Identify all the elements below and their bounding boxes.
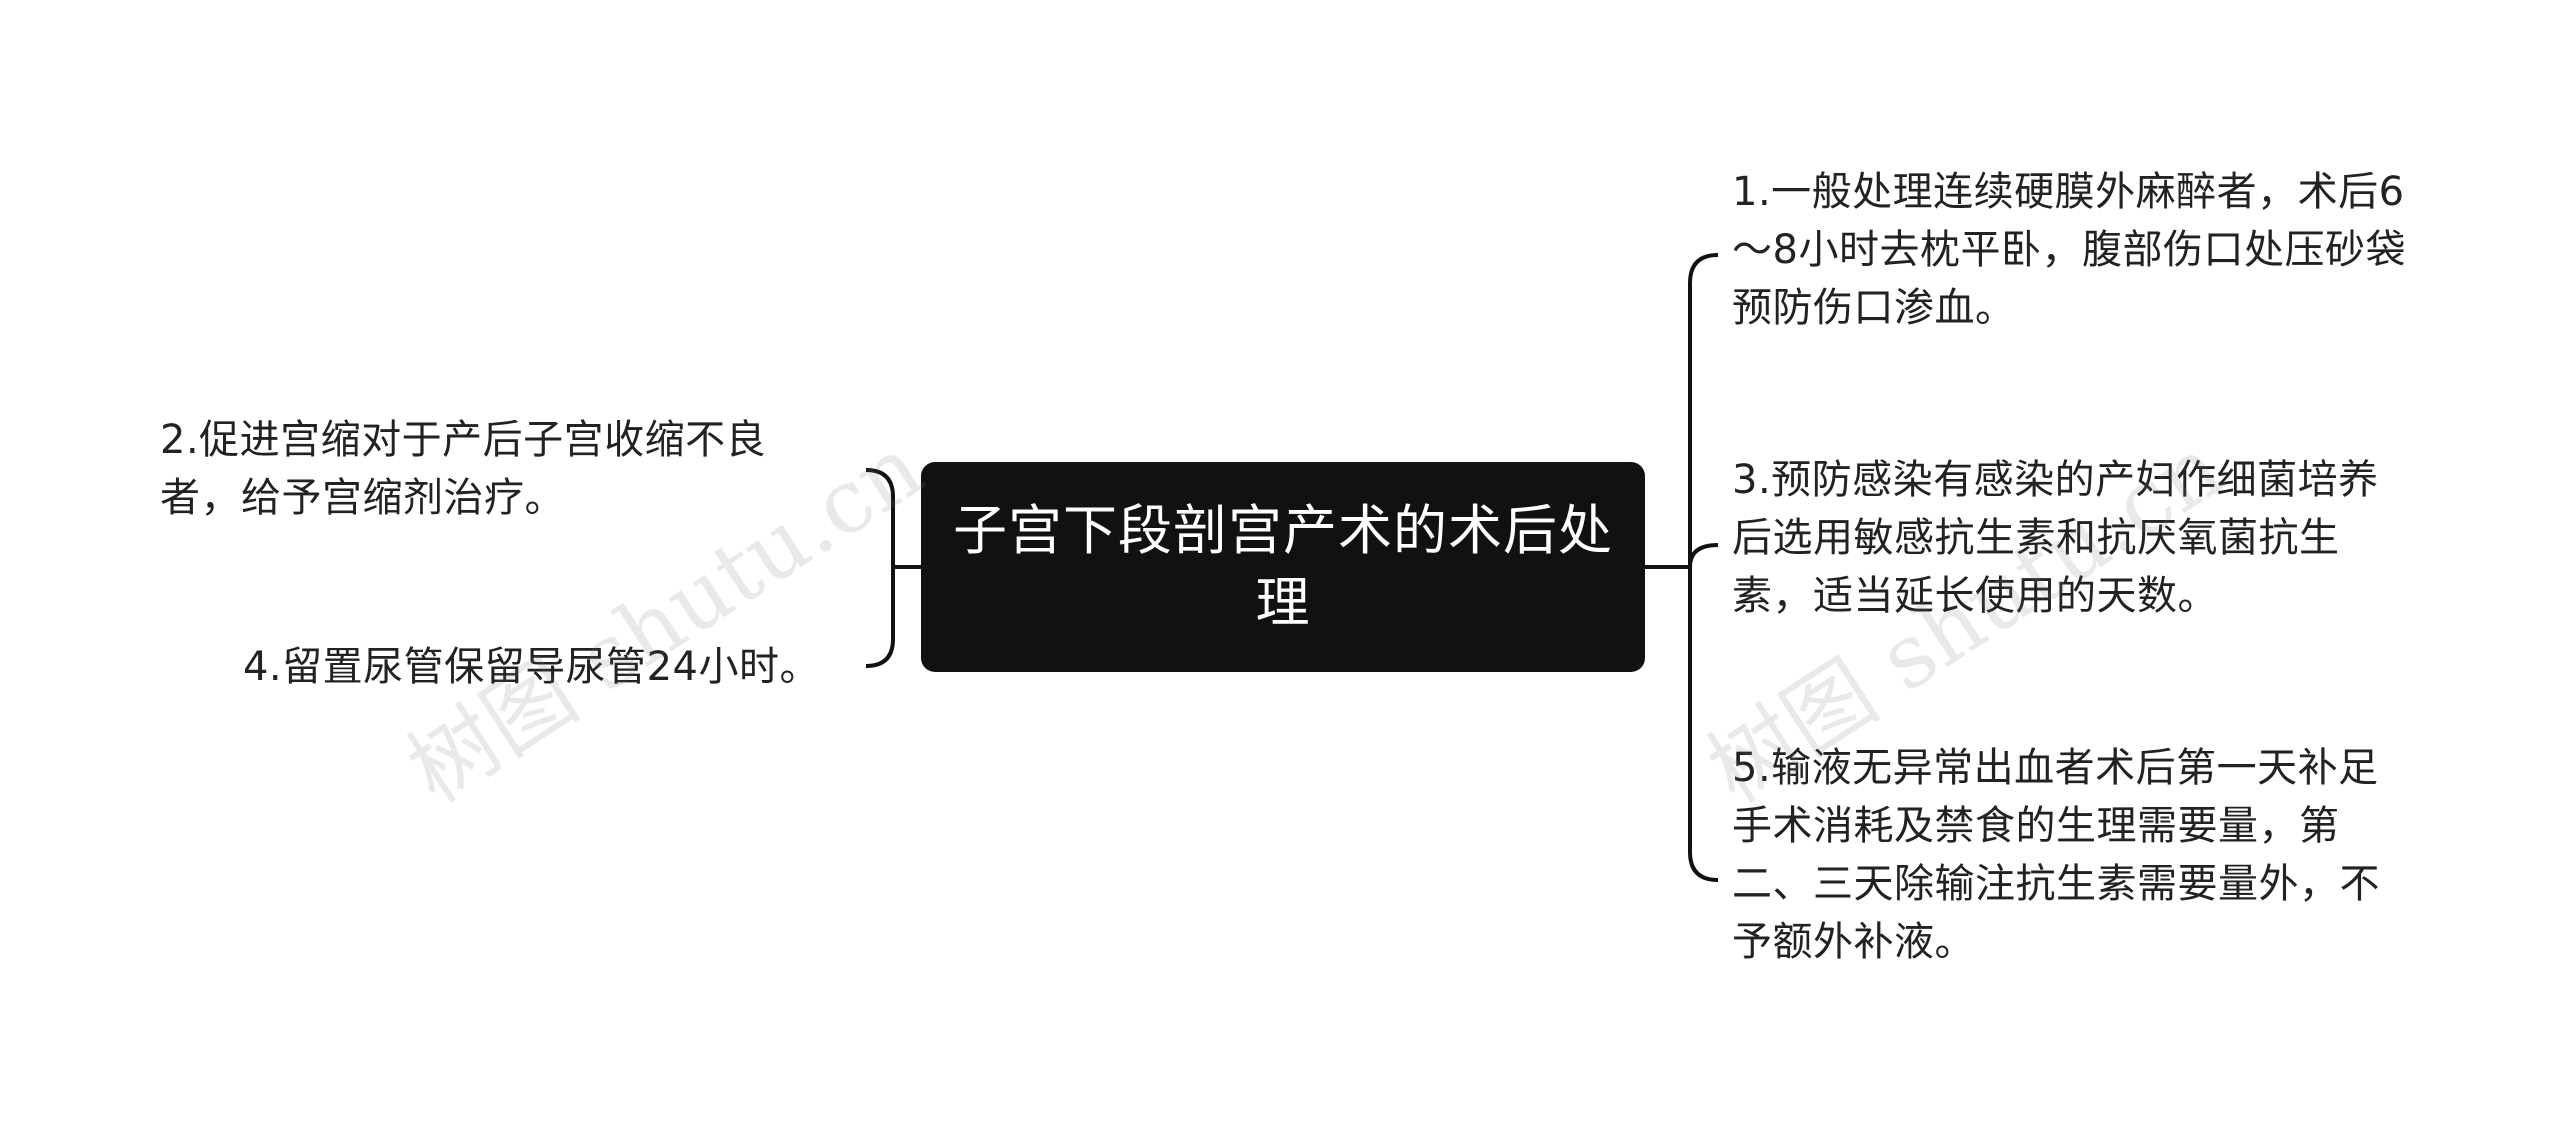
right-bracket-middle: [1688, 543, 1719, 568]
right-bracket-top: [1688, 253, 1719, 882]
left-bracket: [865, 468, 895, 668]
branch-node-1[interactable]: 1.一般处理连续硬膜外麻醉者，术后6～8小时去枕平卧，腹部伤口处压砂袋预防伤口渗…: [1732, 169, 2406, 331]
branch-node-3[interactable]: 3.预防感染有感染的产妇作细菌培养后选用敏感抗生素和抗厌氧菌抗生素，适当延长使用…: [1732, 457, 2379, 619]
central-topic-title: 子宫下段剖宫产术的术后处理: [953, 499, 1613, 634]
branch-node-2[interactable]: 2.促进宫缩对于产后子宫收缩不良者，给予宫缩剂治疗。: [160, 417, 767, 521]
branch-node-5[interactable]: 5.输液无异常出血者术后第一天补足手术消耗及禁食的生理需要量，第二、三天除输注抗…: [1732, 745, 2380, 965]
branch-node-4[interactable]: 4.留置尿管保留导尿管24小时。: [242, 644, 820, 690]
central-topic[interactable]: 子宫下段剖宫产术的术后处理: [921, 462, 1645, 672]
